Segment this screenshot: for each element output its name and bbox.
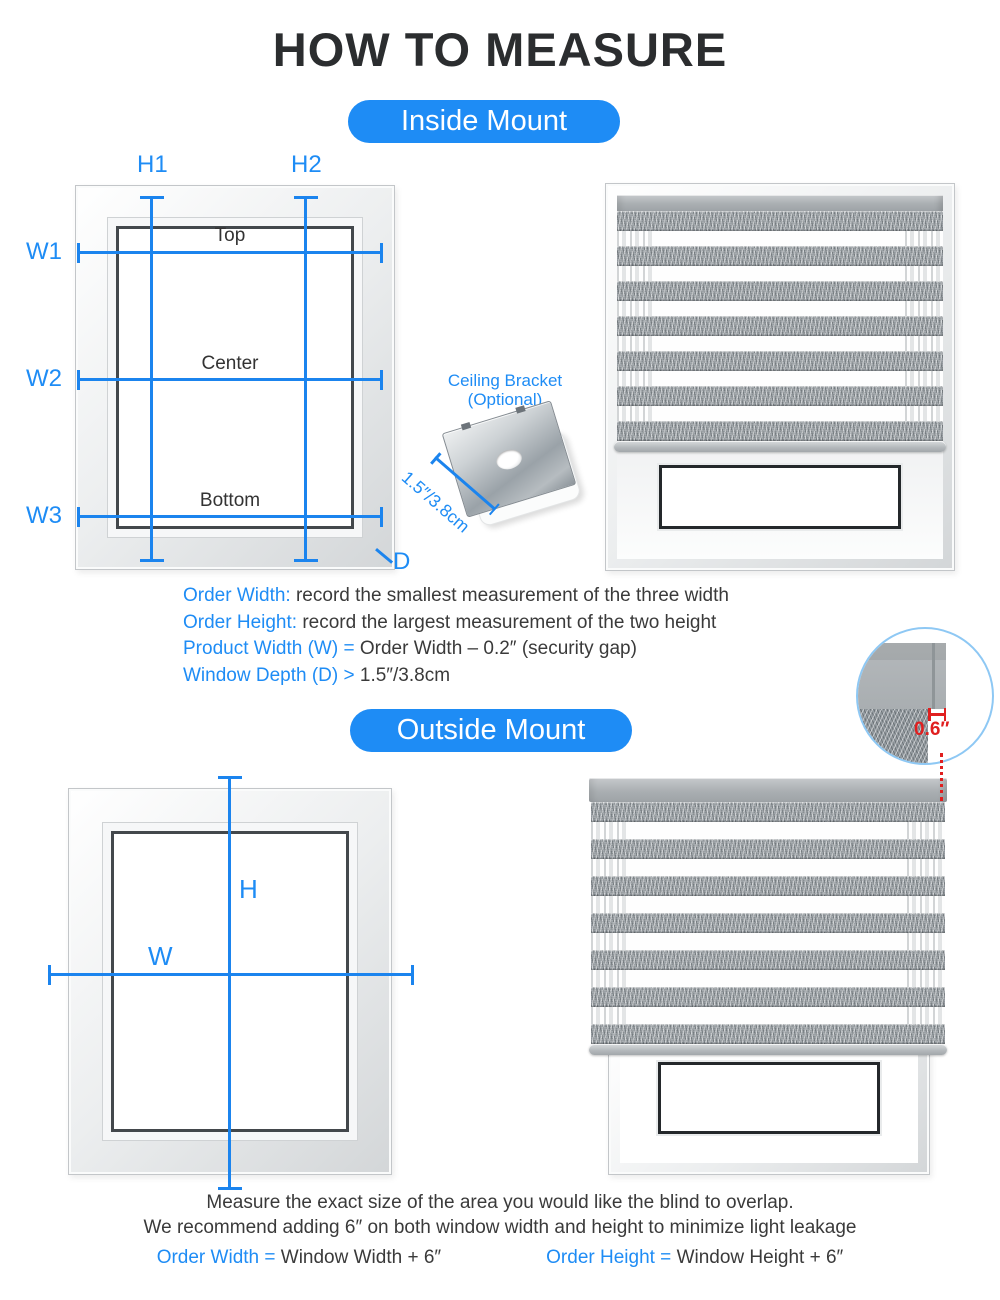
measure-line-w1 bbox=[77, 242, 383, 263]
measure-line-w bbox=[48, 964, 414, 985]
blind-fabric-stripe bbox=[591, 987, 945, 1007]
bracket-screw-hole bbox=[493, 446, 525, 473]
label-top: Top bbox=[214, 225, 246, 246]
lower-window-sash bbox=[617, 452, 943, 559]
outside-mount-blind-window bbox=[608, 1040, 930, 1175]
window-opening bbox=[620, 1052, 918, 1163]
blind-sheer-stripe bbox=[591, 970, 945, 987]
label-center: Center bbox=[201, 353, 259, 374]
window-glass bbox=[658, 1062, 880, 1134]
label-h: H bbox=[239, 874, 258, 904]
zebra-blind-fabric bbox=[617, 211, 943, 441]
blind-sheer-stripe bbox=[591, 859, 945, 876]
blind-fabric-stripe bbox=[617, 421, 943, 441]
label-d: D bbox=[393, 548, 411, 575]
blind-cassette-header bbox=[589, 778, 947, 802]
blind-fabric-stripe bbox=[591, 950, 945, 970]
window-glass bbox=[659, 465, 901, 529]
callout-pointer-dotted-line bbox=[940, 753, 943, 801]
measure-line-h bbox=[217, 776, 242, 1190]
blind-fabric-stripe bbox=[591, 1024, 945, 1044]
label-w1: W1 bbox=[26, 238, 62, 265]
blind-sheer-stripe bbox=[591, 822, 945, 839]
zebra-blind-fabric bbox=[591, 802, 945, 1044]
note-window-depth: Window Depth (D) > 1.5″/3.8cm bbox=[183, 664, 451, 686]
blind-fabric-stripe bbox=[591, 913, 945, 933]
callout-dimension-value: 0.6″ bbox=[914, 719, 950, 740]
callout-header-edge-line bbox=[932, 643, 935, 709]
inside-mount-blind-window bbox=[605, 183, 955, 571]
blind-sheer-stripe bbox=[617, 301, 943, 316]
blind-sheer-stripe bbox=[617, 231, 943, 246]
bracket-tab bbox=[515, 405, 526, 414]
outside-note-1: Measure the exact size of the area you w… bbox=[206, 1192, 794, 1213]
ceiling-bracket-caption-line1: Ceiling Bracket bbox=[447, 371, 563, 390]
label-h1: H1 bbox=[137, 151, 168, 178]
blind-sheer-stripe bbox=[617, 266, 943, 281]
note-product-width: Product Width (W) = Order Width – 0.2″ (… bbox=[183, 638, 637, 659]
blind-cassette-header bbox=[617, 195, 943, 211]
outside-note-2: We recommend adding 6″ on both window wi… bbox=[143, 1217, 857, 1238]
blind-fabric-stripe bbox=[617, 386, 943, 406]
note-order-width: Order Width: record the smallest measure… bbox=[183, 585, 729, 606]
label-h2: H2 bbox=[291, 151, 322, 178]
inside-mount-notes: Order Width: record the smallest measure… bbox=[183, 583, 729, 689]
label-w3: W3 bbox=[26, 502, 62, 529]
blind-bottom-rail bbox=[614, 441, 946, 452]
order-formulas: Order Width = Window Width + 6″ Order He… bbox=[0, 1247, 1000, 1269]
blind-sheer-stripe bbox=[591, 933, 945, 950]
blind-sheer-stripe bbox=[591, 1007, 945, 1024]
blind-fabric-stripe bbox=[591, 839, 945, 859]
blind-fabric-stripe bbox=[591, 802, 945, 822]
blind-bottom-rail bbox=[589, 1044, 947, 1055]
blind-sheer-stripe bbox=[617, 371, 943, 386]
ceiling-bracket-caption-line2: (Optional) bbox=[467, 390, 543, 409]
label-w: W bbox=[148, 941, 173, 971]
blind-fabric-stripe bbox=[617, 246, 943, 266]
callout-dimension-line bbox=[928, 708, 946, 720]
inside-mount-window-diagram bbox=[75, 185, 395, 570]
blind-fabric-stripe bbox=[617, 281, 943, 301]
ceiling-bracket-caption: Ceiling Bracket (Optional) bbox=[418, 371, 592, 409]
bracket-tab bbox=[460, 421, 472, 431]
blind-fabric-stripe bbox=[617, 351, 943, 371]
callout-fabric bbox=[858, 709, 928, 763]
label-w2: W2 bbox=[26, 365, 62, 392]
formula-order-width: Order Width = Window Width + 6″ bbox=[156, 1247, 442, 1268]
blind-fabric-stripe bbox=[617, 211, 943, 231]
blind-fabric-stripe bbox=[617, 316, 943, 336]
overhang-zoom-callout: 0.6″ bbox=[856, 627, 994, 765]
window-opening bbox=[614, 195, 946, 559]
note-order-height: Order Height: record the largest measure… bbox=[183, 611, 717, 633]
inside-mount-badge: Inside Mount bbox=[348, 100, 620, 143]
measure-line-w2 bbox=[77, 369, 383, 390]
blind-sheer-stripe bbox=[617, 336, 943, 351]
blind-fabric-stripe bbox=[591, 876, 945, 896]
window-inner-pane bbox=[116, 226, 354, 529]
formula-order-height: Order Height = Window Height + 6″ bbox=[546, 1247, 844, 1268]
blind-sheer-stripe bbox=[591, 896, 945, 913]
callout-header-rail bbox=[858, 643, 946, 709]
label-bottom: Bottom bbox=[199, 490, 261, 511]
blind-sheer-stripe bbox=[617, 406, 943, 421]
measure-line-w3 bbox=[77, 506, 383, 527]
outside-mount-badge: Outside Mount bbox=[350, 709, 632, 752]
ceiling-bracket-illustration: 1.5″/3.8cm bbox=[398, 400, 595, 537]
page-title: HOW TO MEASURE bbox=[272, 23, 728, 76]
